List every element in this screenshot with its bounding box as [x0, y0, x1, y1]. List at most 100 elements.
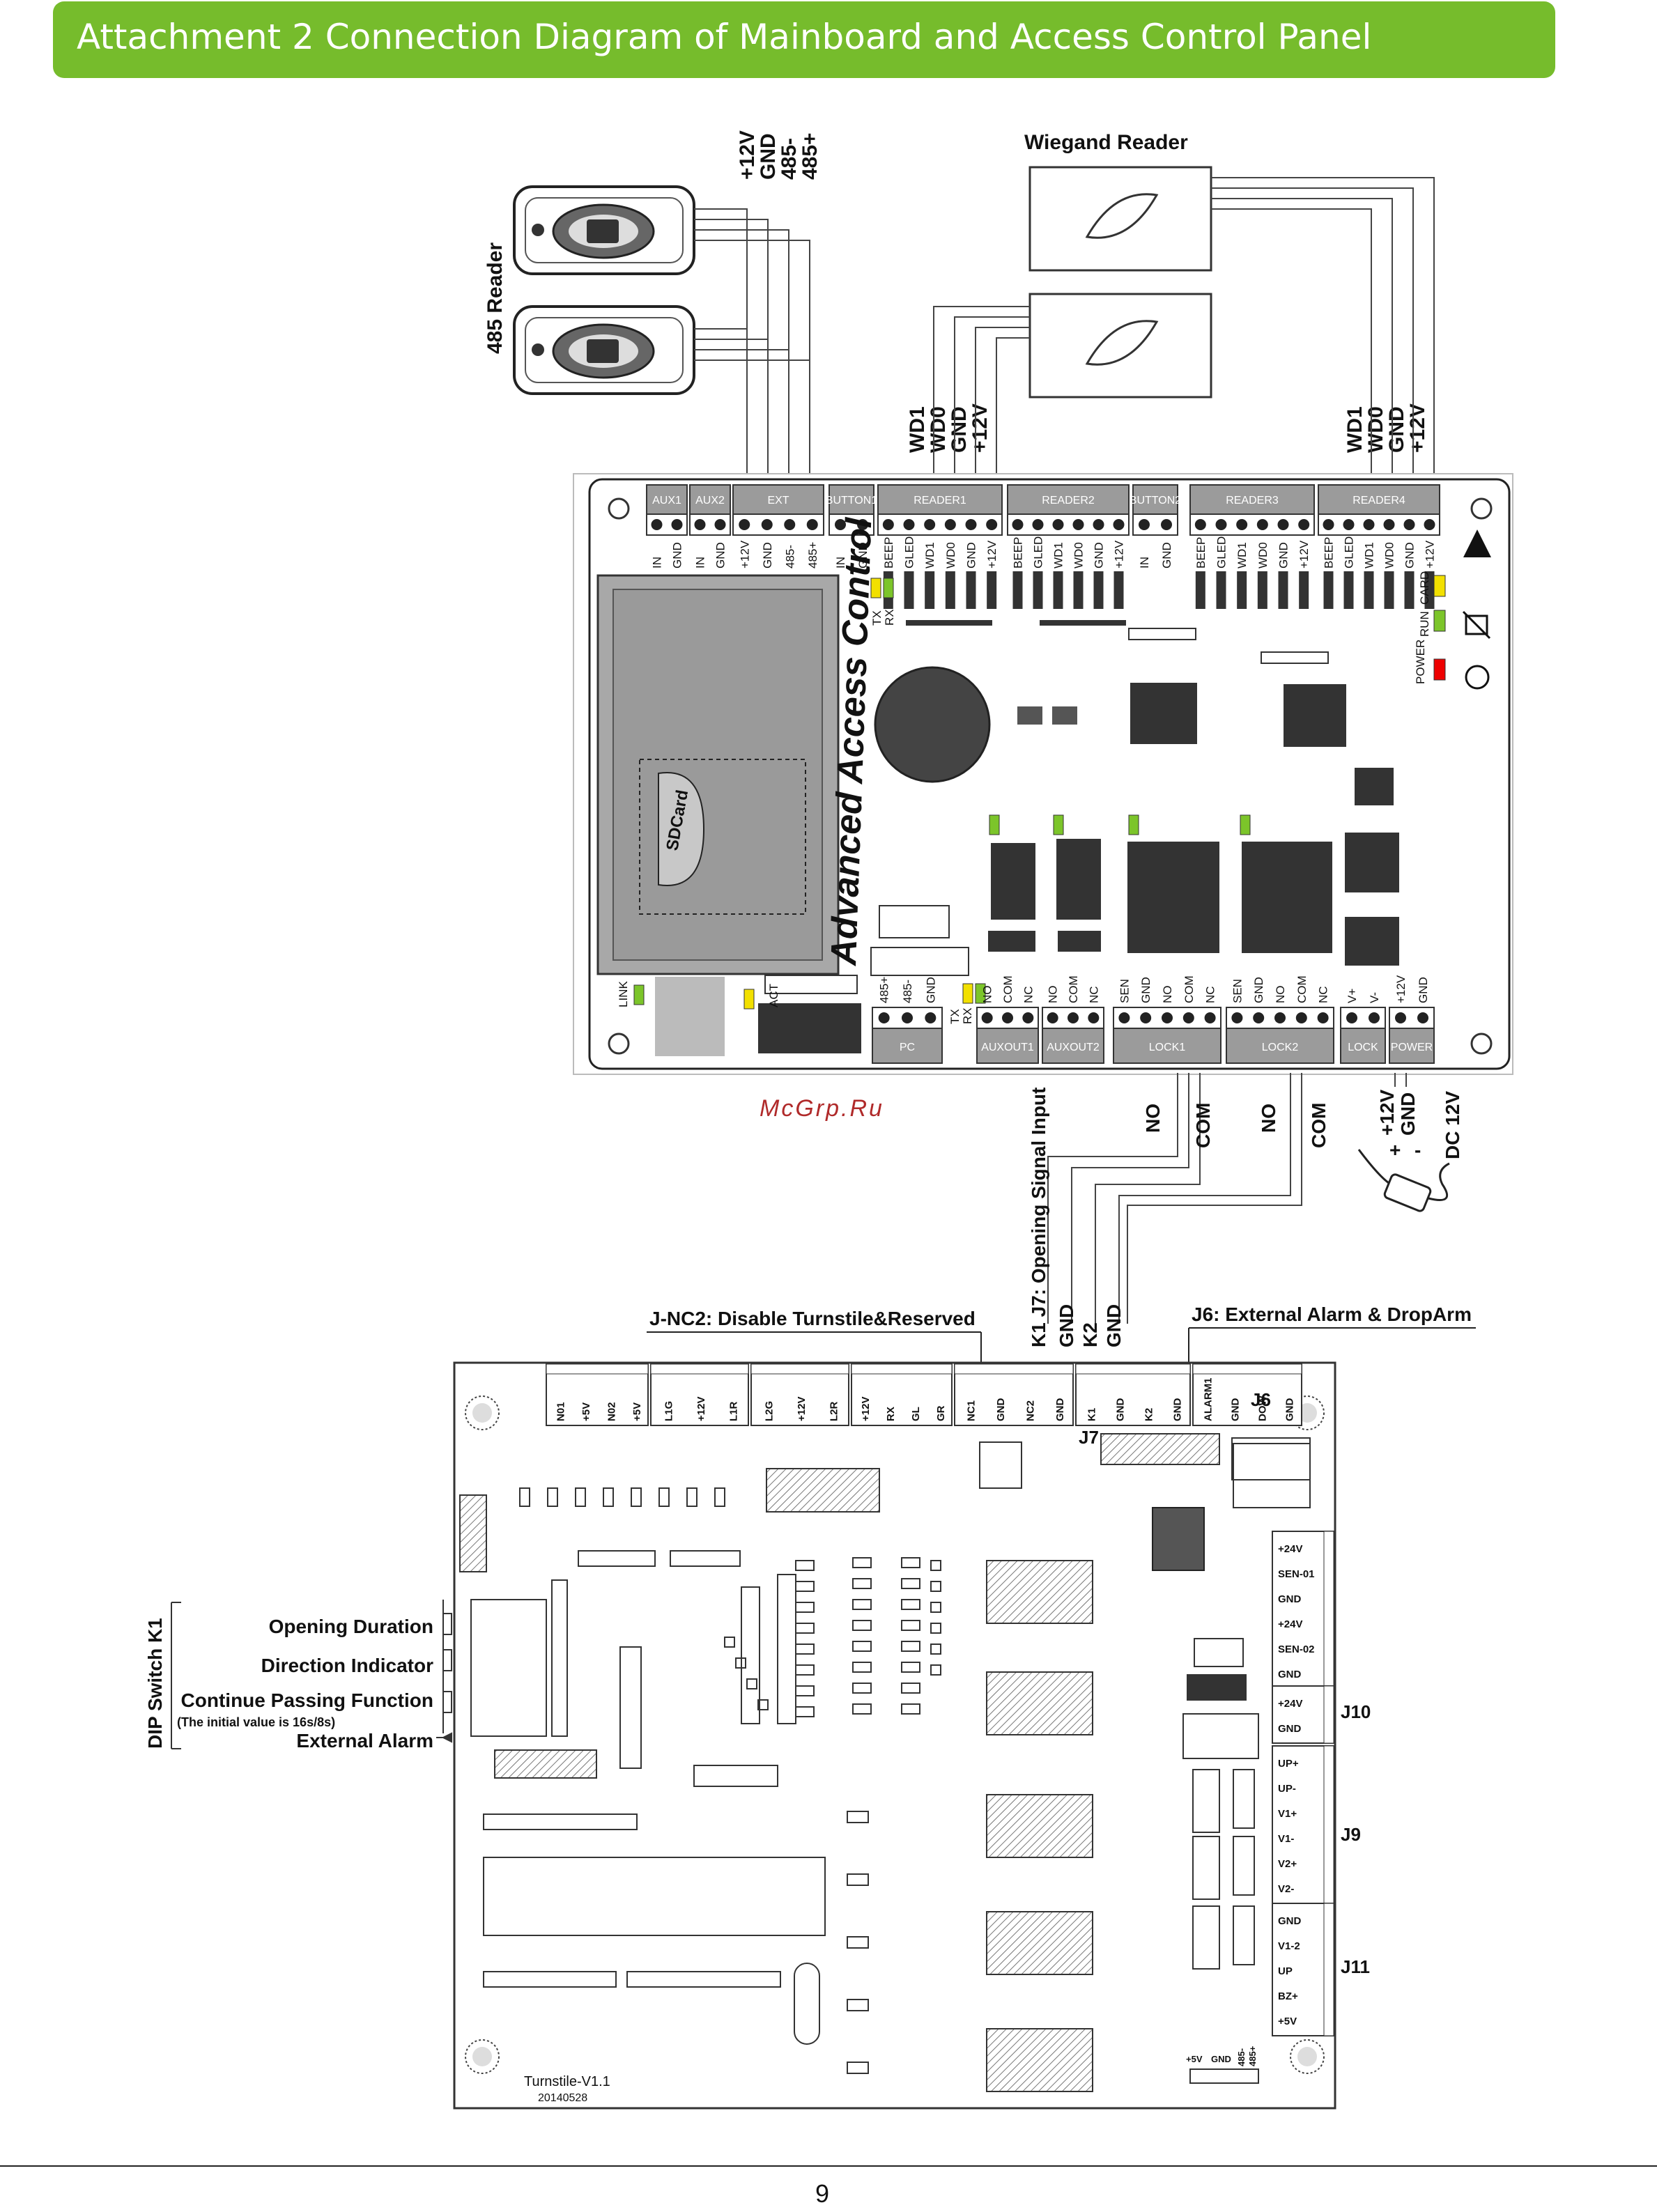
- mb-top-pin-label: GND: [995, 1398, 1007, 1422]
- top-pin-label: GND: [1160, 542, 1173, 569]
- top-pin-label: GND: [965, 542, 978, 569]
- bottom-pin-label: GND: [1252, 977, 1265, 1003]
- smd-resistor: [547, 1487, 558, 1507]
- mb-top-pin-label: N01: [555, 1402, 567, 1421]
- bottom-pin-label: GND: [1139, 977, 1153, 1003]
- mb-right-pin-label: V1-2: [1278, 1940, 1300, 1952]
- smd-led: [847, 1936, 869, 1949]
- bottom-pin-label: 485-: [901, 980, 914, 1003]
- top-block-label-3: BUTTON1: [826, 495, 877, 506]
- terminal-screw: [1215, 519, 1227, 530]
- terminal-screw: [1343, 519, 1355, 530]
- mb-right-pin-label: GND: [1278, 1669, 1302, 1680]
- top-pin-label: GLED: [903, 536, 916, 569]
- terminal-screw: [714, 519, 726, 530]
- smd-led: [852, 1557, 872, 1568]
- pin-header: [1073, 571, 1084, 609]
- tx-label-bottom: TX: [948, 1009, 962, 1024]
- mainboard-small-parts: [519, 1487, 941, 2074]
- bottom-block-6: [1389, 1028, 1435, 1064]
- pin-header: [1364, 571, 1374, 609]
- top-pin-label: +12V: [1297, 540, 1311, 569]
- mb-right-pin-label: SEN-01: [1278, 1568, 1315, 1580]
- smd-resistor: [901, 1620, 920, 1631]
- top-block-label-1: AUX2: [695, 495, 725, 506]
- terminal-screw: [1395, 1012, 1406, 1023]
- bottom-pin-label: NC: [1204, 986, 1217, 1003]
- rs485-reader-top: [513, 185, 695, 275]
- top-pin-label: GND: [856, 542, 870, 569]
- tx-label-top: TX: [870, 610, 884, 626]
- bottom-block-label-0: PC: [900, 1042, 915, 1053]
- top-block-2: [732, 484, 824, 515]
- pin-header: [1343, 571, 1354, 609]
- mb-terminal-strip: [650, 1363, 749, 1375]
- mb-bottom-pin-label: +5V: [1186, 2054, 1203, 2064]
- smd-cap: [930, 1623, 941, 1634]
- top-block-screws-7: [1189, 513, 1315, 536]
- bottom-pin-label: NO: [1161, 986, 1174, 1004]
- dip-switch-title: DIP Switch K1: [144, 1618, 166, 1749]
- smd-resistor: [575, 1487, 586, 1507]
- smd-cap: [930, 1643, 941, 1655]
- mb-bottom-pin-label: 485-: [1236, 2048, 1247, 2066]
- bottom-pin-label: 485+: [878, 977, 891, 1003]
- smd-resistor: [603, 1487, 614, 1507]
- pin-header: [1113, 571, 1124, 609]
- mb-top-pin-label: +12V: [695, 1397, 707, 1421]
- power-adapter-icon: [1357, 1149, 1450, 1212]
- mb-top-pin-label: GND: [1115, 1398, 1127, 1422]
- terminal-screw: [1140, 1012, 1152, 1023]
- mb-right-strip: [1323, 1745, 1334, 1904]
- pin-header: [966, 571, 976, 609]
- wiegand-reader-top: [1028, 166, 1212, 272]
- mb-right-pin-label: UP-: [1278, 1783, 1296, 1795]
- terminal-screw: [965, 519, 977, 530]
- top-pin-label: WD0: [1072, 542, 1086, 569]
- top-block-label-0: AUX1: [652, 495, 681, 506]
- top-pin-label: GLED: [1215, 536, 1228, 569]
- bottom-block-label-2: AUXOUT2: [1047, 1042, 1100, 1053]
- bottom-block-0: [872, 1028, 943, 1064]
- mb-top-pin-label: L2R: [828, 1401, 840, 1421]
- mb-terminal-group-6: [1192, 1363, 1302, 1426]
- terminal-screw: [1068, 1012, 1079, 1023]
- top-pin-label: WD1: [923, 542, 937, 569]
- mainboard-components: [459, 1433, 1311, 2092]
- terminal-screw: [1298, 519, 1310, 530]
- wiegand-wires: [933, 177, 1435, 488]
- terminal-screw: [1295, 1012, 1307, 1023]
- terminal-screw: [1113, 519, 1125, 530]
- mb-top-pin-label: GR: [935, 1405, 947, 1421]
- mb-top-pin-label: GND: [1230, 1398, 1242, 1422]
- pin-header: [1033, 571, 1043, 609]
- smd-led: [852, 1683, 872, 1694]
- rs485-pin-12v: +12V: [736, 130, 759, 180]
- smd-cap: [930, 1581, 941, 1592]
- mb-top-pin-label: +12V: [796, 1397, 808, 1421]
- smd-led: [852, 1578, 872, 1589]
- lock2-com-label: COM: [1308, 1103, 1330, 1148]
- bottom-block-label-5: LOCK: [1348, 1042, 1378, 1053]
- wiegand2-pin-wd0: WD0: [1364, 406, 1387, 453]
- mb-right-pin-label: V1+: [1278, 1808, 1297, 1820]
- bottom-pin-label: V-: [1368, 992, 1381, 1003]
- wiegand1-pin-gnd: GND: [948, 406, 971, 453]
- smd-diode: [795, 1685, 815, 1696]
- mb-top-pin-label: L2G: [763, 1401, 775, 1421]
- terminal-screw: [1162, 1012, 1173, 1023]
- top-pin-label: BEEP: [1012, 537, 1025, 569]
- mb-right-pin-label: +24V: [1278, 1543, 1302, 1555]
- terminal-screw: [671, 519, 683, 530]
- bottom-block-label-1: AUXOUT1: [981, 1042, 1034, 1053]
- status-run-label: RUN: [1418, 611, 1431, 637]
- rs485-pin-minus: 485-: [778, 138, 801, 180]
- smd-resistor: [901, 1578, 920, 1589]
- smd-diode: [795, 1581, 815, 1592]
- terminal-screw: [1118, 1012, 1130, 1023]
- wiegand2-pin-gnd: GND: [1385, 406, 1408, 453]
- mb-top-pin-label: K1: [1086, 1408, 1098, 1421]
- rs485-pin-gnd: GND: [757, 133, 780, 180]
- mb-right-pin-label: SEN-02: [1278, 1643, 1315, 1655]
